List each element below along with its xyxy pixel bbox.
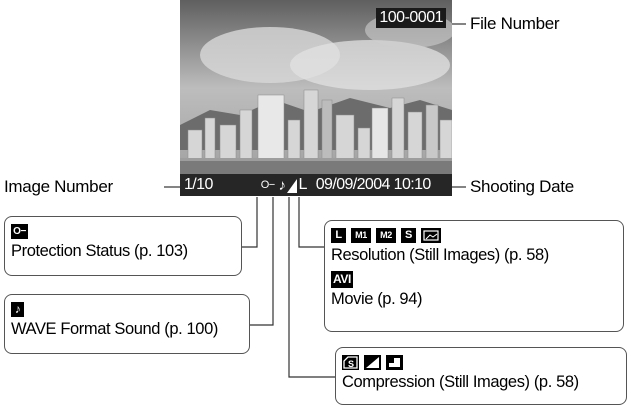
postcard-icon [421,228,441,244]
date-time-value: 09/09/2004 10:10 [315,176,432,193]
compression-leader [288,197,341,378]
file-number-value: 100-0001 [376,8,446,28]
protection-key-icon: O− [11,224,28,240]
resolution-icons: L M1 M2 S [331,225,617,245]
resolution-text: Resolution (Still Images) (p. 58) [331,246,549,264]
sound-note-icon: ♪ [11,302,24,318]
wave-leader [250,197,274,326]
wave-sound-box: ♪ WAVE Format Sound (p. 100) [4,294,250,354]
large-resolution-icon: L [331,228,346,244]
small-resolution-icon: S [401,228,416,244]
avi-movie-icon: AVI [331,271,353,289]
svg-text:S: S [348,359,354,369]
compression-icon [287,179,298,193]
superfine-compression-icon: S [342,355,359,371]
file-number-label: File Number [470,14,560,33]
compression-box: S Compression (Still Images) (p. 58) [335,347,627,405]
protection-leader [242,197,258,248]
resolution-value: L [298,176,307,193]
info-bar: 1/10 O− ♪ L 09/09/2004 10:10 [180,174,452,196]
city-skyline-photo [180,0,452,196]
wave-sound-text: WAVE Format Sound (p. 100) [11,320,218,338]
protection-key-icon: O− [260,179,275,191]
shooting-date-label: Shooting Date [470,177,574,196]
resolution-box: L M1 M2 S Resolution (Still Images) (p. 58)… [324,220,624,332]
fine-compression-icon [364,355,381,371]
medium2-resolution-icon: M2 [376,228,396,244]
image-number-label: Image Number [4,177,113,196]
compression-icons: S [342,352,620,372]
sound-note-icon: ♪ [278,176,286,194]
image-number-value: 1/10 [184,176,213,193]
protection-status-box: O− Protection Status (p. 103) [4,216,242,276]
movie-text: Movie (p. 94) [331,290,423,308]
resolution-leader [298,197,324,248]
compression-text: Compression (Still Images) (p. 58) [342,373,579,391]
protection-status-text: Protection Status (p. 103) [11,242,188,260]
lcd-photo: 100-0001 1/10 O− ♪ L 09/09/2004 10:10 [180,0,452,196]
medium1-resolution-icon: M1 [351,228,371,244]
normal-compression-icon [386,355,403,371]
